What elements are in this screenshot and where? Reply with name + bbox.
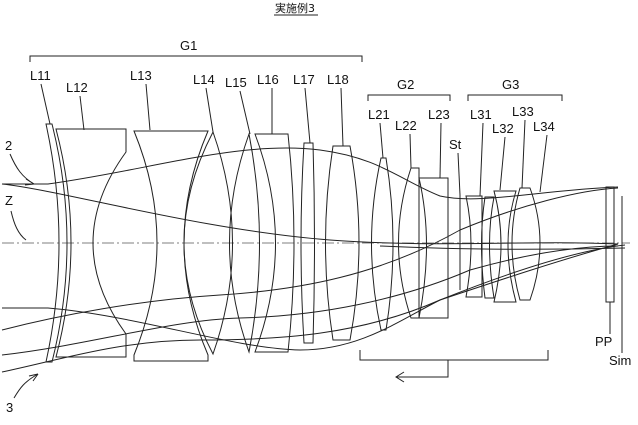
lens-label-l21: L21	[368, 107, 390, 122]
lens-label-l23: L23	[428, 107, 450, 122]
lens-label-l14: L14	[193, 72, 215, 87]
ray-2-middle	[1, 183, 619, 245]
lens-label-l31: L31	[470, 107, 492, 122]
g1-bracket	[29, 55, 363, 62]
leader-l22	[409, 133, 412, 169]
leader-l21	[379, 122, 384, 159]
g3-label: G3	[502, 77, 519, 92]
ray-2-lower	[2, 243, 619, 351]
lens-label-l13: L13	[130, 68, 152, 83]
lens-label-l17: L17	[293, 72, 315, 87]
leader-l14	[205, 87, 214, 133]
ray-chief	[379, 245, 626, 250]
g1-label: G1	[180, 38, 197, 53]
lens-label-l12: L12	[66, 80, 88, 95]
ray-3-leader	[13, 373, 39, 399]
lens-l16	[254, 133, 295, 353]
leader-l12	[79, 95, 85, 131]
lens-l21	[371, 157, 394, 331]
lens-l18	[325, 145, 360, 341]
leader-l32	[499, 136, 506, 191]
lens-l23	[418, 177, 449, 319]
movement-arrow-line	[396, 360, 449, 378]
lens-l13	[133, 130, 209, 362]
lens-l11	[45, 123, 68, 363]
lens-label-l15: L15	[225, 75, 247, 90]
leader-l15	[239, 90, 251, 135]
movement-arrow-icon	[395, 371, 405, 383]
leader-l31	[479, 122, 484, 197]
lens-l31	[465, 195, 483, 298]
image-label: Sim	[609, 353, 631, 368]
leader-l13	[145, 83, 151, 131]
stop-label: St	[449, 137, 462, 152]
lens-label-l18: L18	[327, 72, 349, 87]
prism-pp	[605, 186, 615, 303]
ray-3-upper	[1, 187, 619, 331]
lens-l15	[229, 132, 260, 354]
leader-l34	[539, 134, 548, 193]
leader-l18	[340, 87, 344, 147]
lens-l33	[493, 190, 517, 303]
ray-3-label: 3	[6, 400, 13, 415]
lens-l34	[511, 187, 541, 301]
lens-label-l32: L32	[492, 121, 514, 136]
axis-leader	[10, 210, 27, 241]
ray-2-upper	[2, 147, 619, 200]
lens-l22	[398, 167, 420, 319]
leader-l33	[521, 119, 526, 189]
lens-label-l34: L34	[533, 119, 555, 134]
lens-label-l33: L33	[512, 104, 534, 119]
g3-bracket	[467, 94, 563, 101]
lens-l17	[300, 142, 315, 344]
leader-stop	[457, 152, 461, 196]
ray-2-leader	[9, 153, 35, 185]
lens-l32	[481, 196, 495, 299]
prism-label: PP	[595, 334, 612, 349]
lens-l14	[183, 130, 233, 356]
leader-l23	[439, 122, 442, 179]
leader-l11	[40, 83, 51, 125]
g2-label: G2	[397, 77, 414, 92]
lens-label-l16: L16	[257, 72, 279, 87]
ray-3-arrow-icon	[28, 373, 39, 382]
lens-label-l11: L11	[30, 68, 51, 83]
axis-label: Z	[5, 193, 13, 208]
diagram-title: 実施例3	[275, 1, 315, 15]
g2-bracket	[367, 94, 451, 101]
ray-3-lower	[1, 244, 626, 373]
ray-2-label: 2	[5, 138, 12, 153]
leader-l17	[304, 87, 311, 144]
lens-label-l22: L22	[395, 118, 417, 133]
ray-3-middle	[1, 245, 619, 356]
movement-bracket	[359, 350, 549, 361]
